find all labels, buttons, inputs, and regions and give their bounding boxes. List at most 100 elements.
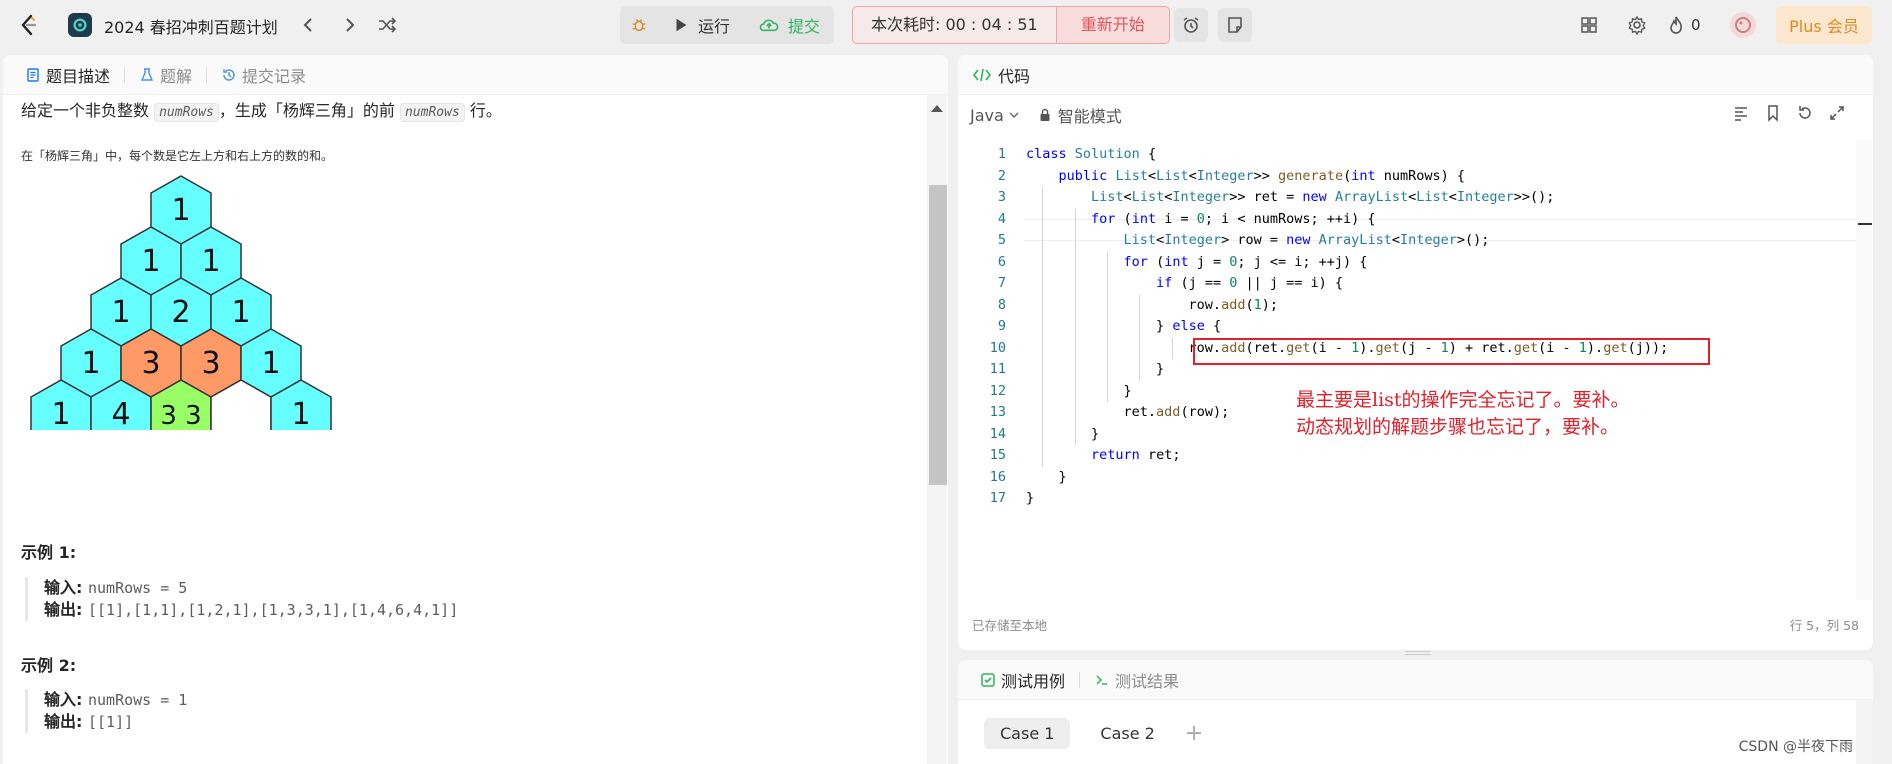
code-text: } — [1026, 468, 1067, 485]
restart-button[interactable]: 重新开始 — [1055, 7, 1169, 43]
problem-panel: 题目描述 题解 提交记录 给定一个非负整数 numRows，生成「杨辉三角」的前… — [3, 55, 948, 764]
tab-submissions-label: 提交记录 — [242, 66, 307, 86]
next-problem-chevron-right-icon[interactable] — [332, 8, 366, 42]
language-select[interactable]: Java — [970, 106, 1020, 125]
tab-solutions[interactable]: 题解 — [131, 63, 200, 87]
tab-description[interactable]: 题目描述 — [17, 63, 118, 87]
code-brackets-icon — [972, 68, 992, 81]
editor-scrollbar[interactable] — [1856, 140, 1872, 600]
terminal-prompt-icon — [1096, 674, 1108, 685]
triangle-value: 3 — [141, 346, 160, 381]
shuffle-icon[interactable] — [370, 8, 404, 42]
indent-guide — [1139, 294, 1141, 381]
code-line: 9 } else { — [958, 316, 1858, 338]
testcase-scrollbar[interactable] — [1856, 700, 1873, 764]
code-line: 6 for (int j = 0; j <= i; ++j) { — [958, 252, 1858, 274]
code-line: 17} — [958, 488, 1858, 510]
alarm-clock-icon[interactable] — [1174, 8, 1208, 42]
play-icon — [676, 18, 687, 32]
avatar[interactable] — [1730, 12, 1756, 38]
case-2-tab[interactable]: Case 2 — [1100, 724, 1155, 743]
mode-select[interactable]: 智能模式 — [1038, 103, 1122, 127]
indent-guide — [1107, 251, 1108, 402]
code-text: if (j == 0 || j == i) { — [1156, 275, 1344, 291]
code-panel-header: 代码 — [958, 55, 1873, 95]
run-label: 运行 — [698, 17, 731, 36]
code-line: 5 List<Integer> row = new ArrayList<Inte… — [958, 230, 1858, 252]
settings-gear-icon[interactable] — [1620, 8, 1654, 42]
code-line: 4 for (int i = 0; i < numRows; ++i) { — [958, 209, 1858, 231]
code-text: return ret; — [1091, 447, 1181, 463]
problem-tabs: 题目描述 题解 提交记录 — [3, 55, 948, 95]
tab-submissions[interactable]: 提交记录 — [213, 63, 314, 87]
plus-membership-button[interactable]: Plus 会员 — [1776, 6, 1872, 44]
code-line: 8 row.add(1); — [958, 295, 1858, 317]
triangle-value: 3 — [201, 346, 220, 381]
example-1-input: numRows = 5 — [87, 579, 188, 597]
panel-resize-handle[interactable] — [1405, 651, 1431, 655]
tab-testcases[interactable]: 测试用例 — [972, 668, 1073, 692]
run-button[interactable]: 运行 — [658, 6, 744, 44]
case-1-tab[interactable]: Case 1 — [984, 718, 1071, 749]
line-number: 1 — [997, 146, 1006, 162]
case-list: Case 1 Case 2 + — [984, 718, 1203, 749]
submit-button[interactable]: 提交 — [744, 6, 834, 44]
example-1-box: 输入: numRows = 5 输出: [[1],[1,1],[1,2,1],[… — [25, 577, 458, 621]
cursor-position: 行 5，列 58 — [1789, 618, 1859, 633]
code-line: 3 List<List<Integer>> ret = new ArrayLis… — [958, 187, 1858, 209]
code-text: } else { — [1026, 318, 1222, 334]
flask-icon — [140, 67, 154, 81]
format-align-icon[interactable] — [1732, 104, 1750, 122]
note-icon[interactable] — [1218, 8, 1252, 42]
code-line: 11 } — [958, 359, 1858, 381]
testcase-tabs: 测试用例 测试结果 — [958, 660, 1873, 700]
line-number: 17 — [989, 490, 1006, 506]
line-number: 4 — [997, 210, 1006, 227]
csdn-watermark: CSDN @半夜下雨 — [1738, 739, 1853, 755]
layout-grid-icon[interactable] — [1572, 8, 1606, 42]
prev-problem-chevron-left-icon[interactable] — [292, 8, 326, 42]
triangle-value: 1 — [231, 295, 250, 330]
intro-text-b: ，生成「杨辉三角」的前 — [218, 101, 400, 120]
streak-counter[interactable]: 0 — [1666, 8, 1701, 42]
code-text: for (int j = 0; j <= i; ++j) { — [1123, 253, 1368, 270]
annotation-highlight-box — [1193, 338, 1710, 365]
plan-title[interactable]: 2024 春招冲刺百题计划 — [104, 18, 278, 37]
add-case-button[interactable]: + — [1184, 721, 1204, 746]
scroll-up-arrow-icon[interactable] — [931, 105, 943, 112]
debug-bug-icon[interactable] — [620, 6, 658, 44]
lock-icon — [1040, 108, 1050, 121]
problem-scrollbar-thumb[interactable] — [929, 185, 947, 485]
tab-test-results[interactable]: 测试结果 — [1086, 668, 1187, 692]
tab-divider — [1079, 671, 1081, 688]
fullscreen-expand-icon[interactable] — [1828, 104, 1846, 122]
indent-guide — [1171, 337, 1173, 359]
reset-undo-icon[interactable] — [1796, 104, 1814, 122]
annotation-line-2: 动态规划的解题步骤也忘记了，要补。 — [1296, 416, 1620, 438]
line-number: 9 — [997, 318, 1006, 334]
triangle-value: 1 — [171, 193, 190, 228]
example-1-output-label: 输出: — [44, 600, 88, 619]
line-number: 13 — [989, 404, 1006, 420]
cloud-upload-icon — [759, 19, 779, 32]
run-submit-group: 运行 提交 — [620, 6, 835, 44]
testcase-panel: 测试用例 测试结果 Case 1 Case 2 + CSDN @半夜下雨 — [958, 660, 1873, 764]
leetcode-logo-icon[interactable] — [14, 10, 44, 40]
triangle-value: 1 — [201, 244, 220, 279]
code-panel-title: 代码 — [998, 66, 1031, 86]
tab-divider — [124, 66, 126, 83]
example-2-output: [[1]] — [87, 713, 134, 731]
triangle-value: 1 — [261, 346, 280, 381]
code-text: ret.add(row); — [1026, 404, 1230, 420]
tab-solutions-label: 题解 — [160, 66, 193, 86]
chevron-down-icon — [1009, 112, 1019, 118]
checkbox-icon — [981, 672, 995, 687]
line-number: 7 — [997, 275, 1006, 291]
bookmark-icon[interactable] — [1764, 104, 1782, 122]
code-line: 12 } — [958, 381, 1858, 403]
indent-guide — [1042, 187, 1044, 467]
line-number: 12 — [989, 382, 1006, 399]
code-text: class Solution { — [1026, 146, 1157, 162]
